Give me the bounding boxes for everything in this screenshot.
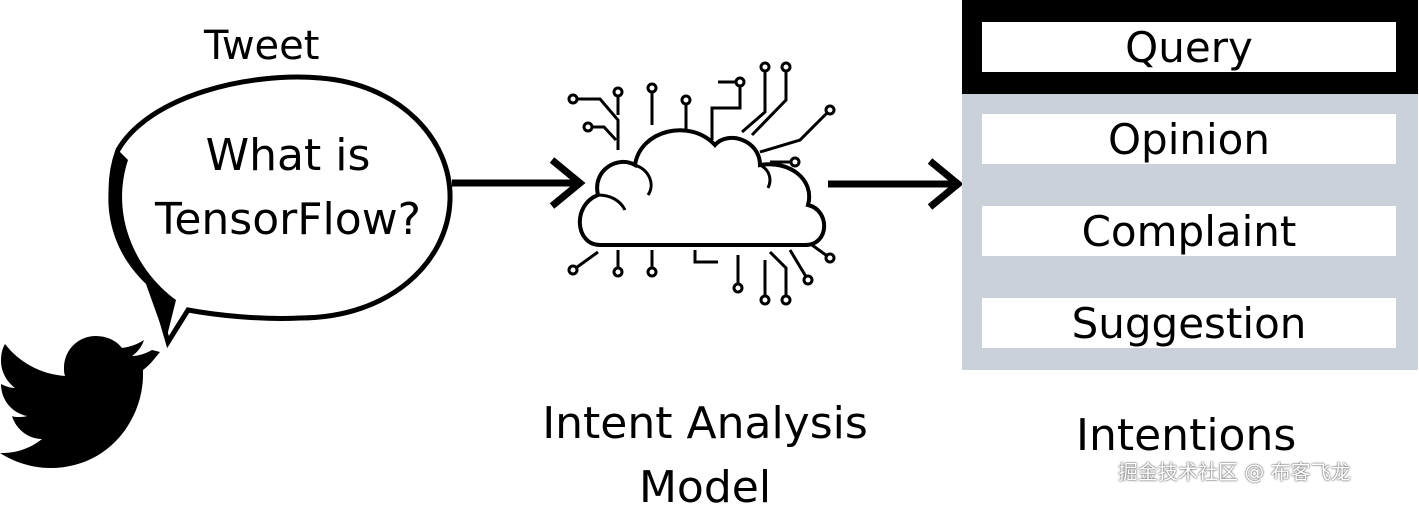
model-label-line1: Intent Analysis [542,398,868,449]
watermark: 掘金技术社区 @ 布客飞龙 [1118,460,1351,484]
intentions-label: Intentions [1076,410,1297,461]
tweet-bubble-text: What is TensorFlow? [128,124,448,252]
tweet-title: Tweet [204,23,320,69]
speech-bubble [108,74,453,349]
model-label-line2: Model [638,462,772,513]
intent-opinion-box: Opinion [982,114,1396,164]
diagram-canvas [0,61,964,468]
tweet-bubble-line2: TensorFlow? [154,194,422,245]
model-label: Intent Analysis Model [515,392,895,520]
right-arrow-icon [452,157,586,209]
twitter-bird-icon [0,336,160,468]
intent-suggestion-box: Suggestion [982,298,1396,348]
cloud-circuit-icon [567,61,836,306]
tweet-bubble-line1: What is [205,130,371,181]
intent-complaint-box: Complaint [982,206,1396,256]
right-arrow-icon [828,158,964,210]
intent-query-box: Query [982,22,1396,72]
